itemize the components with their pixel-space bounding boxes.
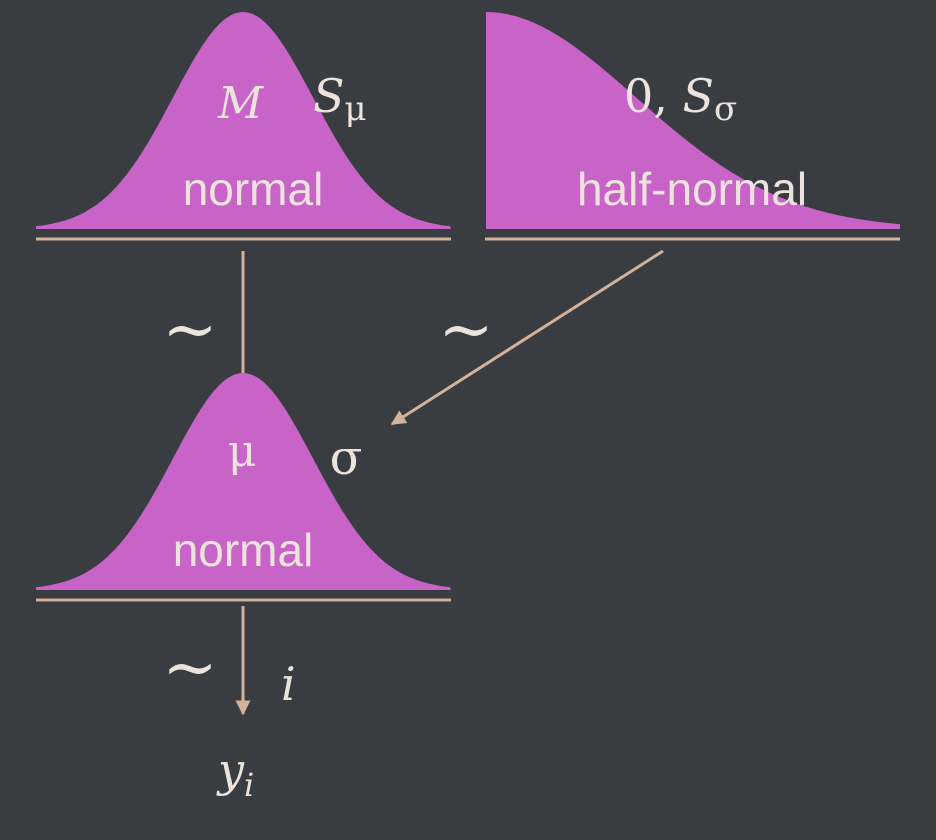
half-normal-curve [486, 12, 900, 229]
param-sigma: σ [330, 430, 363, 486]
index-i: i [281, 657, 296, 711]
param-m: M [217, 78, 264, 129]
arrow-sigma [390, 249, 664, 426]
output-y-i: yi [216, 743, 254, 804]
label-normal-top: normal [183, 163, 324, 215]
param-s-mu: Sμ [313, 69, 367, 129]
tilde-left: ~ [162, 291, 217, 368]
param-mu: μ [228, 426, 257, 477]
label-normal-bottom: normal [173, 524, 314, 576]
tilde-right: ~ [438, 291, 493, 368]
label-half-normal: half-normal [577, 163, 807, 215]
param-zero-s-sigma: 0, Sσ [624, 69, 737, 129]
normal-curve-top [36, 12, 451, 229]
normal-curve-bottom [36, 373, 451, 590]
tilde-bottom: ~ [162, 629, 217, 706]
